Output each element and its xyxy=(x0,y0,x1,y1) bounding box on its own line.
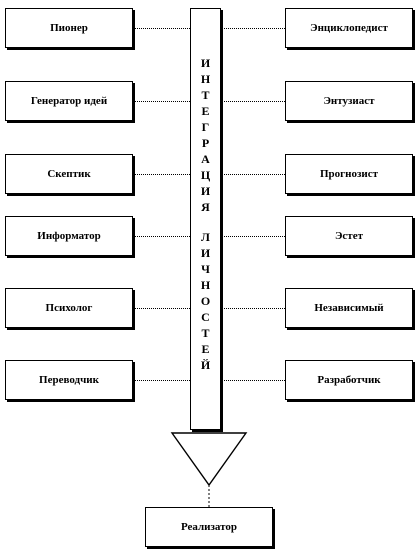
connector-line xyxy=(133,308,190,309)
integration-letter: Т xyxy=(201,326,210,340)
integration-letter: Ц xyxy=(200,168,211,182)
integration-letter: Е xyxy=(201,104,210,118)
integration-letter: И xyxy=(200,246,211,260)
integration-letter: Г xyxy=(201,120,210,134)
connector-line xyxy=(133,174,190,175)
integration-letter: И xyxy=(200,56,211,70)
connector-line xyxy=(133,236,190,237)
role-box-implementer: Реализатор xyxy=(145,507,273,547)
connector-line xyxy=(221,174,285,175)
connector-line xyxy=(221,28,285,29)
connector-line xyxy=(221,101,285,102)
integration-letter: Р xyxy=(201,136,210,150)
role-box-encyclopedist: Энциклопедист xyxy=(285,8,413,48)
role-box-aesthete: Эстет xyxy=(285,216,413,256)
role-box-developer: Разработчик xyxy=(285,360,413,400)
role-box-psychologist: Психолог xyxy=(5,288,133,328)
role-box-forecaster: Прогнозист xyxy=(285,154,413,194)
integration-label: И Н Т Е Г Р А Ц И Я Л И Ч Н О С Т Е Й xyxy=(190,55,221,373)
integration-letter: С xyxy=(201,310,210,324)
role-box-informer: Информатор xyxy=(5,216,133,256)
funnel-triangle xyxy=(170,432,248,487)
integration-letter: Я xyxy=(201,200,210,214)
role-box-enthusiast: Энтузиаст xyxy=(285,81,413,121)
connector-line xyxy=(133,101,190,102)
integration-letter: Ч xyxy=(201,262,210,276)
role-box-translator: Переводчик xyxy=(5,360,133,400)
integration-letter: Т xyxy=(201,88,210,102)
connector-line xyxy=(221,380,285,381)
role-box-independent: Независимый xyxy=(285,288,413,328)
integration-letter: Е xyxy=(201,342,210,356)
connector-line xyxy=(133,380,190,381)
integration-letter: И xyxy=(200,184,211,198)
role-box-skeptic: Скептик xyxy=(5,154,133,194)
integration-letter: Н xyxy=(200,278,211,292)
connector-line xyxy=(221,308,285,309)
integration-letter: А xyxy=(201,152,210,166)
integration-letter: О xyxy=(200,294,211,308)
integration-letter: Н xyxy=(200,72,211,86)
integration-letter: Л xyxy=(201,230,210,244)
integration-letter: Й xyxy=(200,358,211,372)
role-box-pioneer: Пионер xyxy=(5,8,133,48)
integration-column xyxy=(190,8,221,430)
connector-line xyxy=(133,28,190,29)
role-box-idea-generator: Генератор идей xyxy=(5,81,133,121)
connector-line xyxy=(221,236,285,237)
